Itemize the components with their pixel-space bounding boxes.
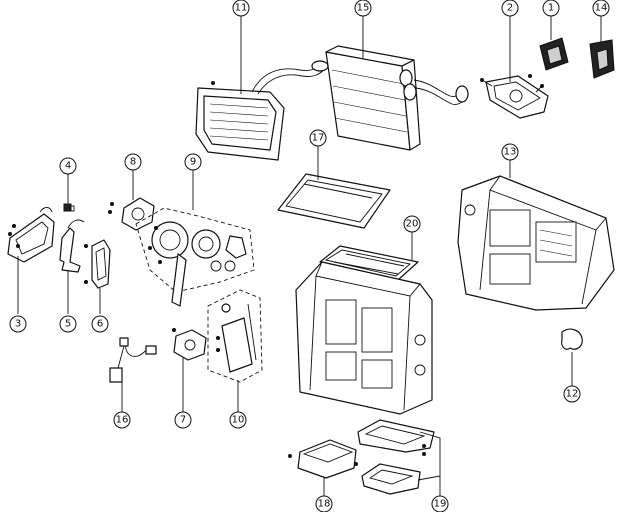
part-3-bracket (7, 207, 55, 263)
part-5-linkage (59, 219, 85, 273)
callout-19: 19 (431, 495, 449, 512)
leader-lines (17, 16, 602, 496)
part-1-seal (539, 37, 569, 71)
callout-3: 3 (9, 315, 27, 333)
callout-15: 15 (354, 0, 372, 17)
part-10-group (207, 289, 263, 383)
part-9-group (135, 207, 255, 307)
callout-4-label: 4 (65, 161, 71, 172)
callout-13-label: 13 (504, 147, 517, 158)
callout-14-label: 14 (595, 3, 608, 14)
callout-11-label: 11 (235, 3, 248, 14)
part-17-gasket-frame (277, 173, 391, 229)
callout-20-label: 20 (406, 219, 419, 230)
callout-3-label: 3 (15, 319, 21, 330)
callout-8: 8 (124, 153, 142, 171)
callout-17-label: 17 (312, 133, 325, 144)
part-11-evaporator-core (195, 60, 329, 161)
part-15-heater-core (325, 45, 469, 151)
callout-10: 10 (229, 411, 247, 429)
callout-4: 4 (59, 157, 77, 175)
callout-7: 7 (174, 411, 192, 429)
callout-6: 6 (91, 315, 109, 333)
part-8-mode-actuator (108, 197, 155, 231)
callout-5-label: 5 (65, 319, 71, 330)
callout-10-label: 10 (232, 415, 245, 426)
callout-5: 5 (59, 315, 77, 333)
heater-unit-housing (295, 261, 433, 415)
callout-11: 11 (232, 0, 250, 17)
callout-20: 20 (403, 215, 421, 233)
callout-18: 18 (315, 495, 333, 512)
part-7-actuator (172, 328, 207, 361)
callout-16: 16 (113, 411, 131, 429)
callout-1: 1 (542, 0, 560, 17)
callout-19-label: 19 (434, 499, 447, 510)
callout-18-label: 18 (318, 499, 331, 510)
callout-1-label: 1 (548, 3, 554, 14)
callout-8-label: 8 (130, 157, 136, 168)
callout-9: 9 (184, 153, 202, 171)
callout-13: 13 (501, 143, 519, 161)
callout-2-label: 2 (507, 3, 513, 14)
part-6-actuator (84, 239, 111, 289)
callout-9-label: 9 (190, 157, 196, 168)
part-19-ducts (357, 419, 435, 495)
callout-6-label: 6 (97, 319, 103, 330)
part-12-drain-hose (561, 328, 583, 350)
callout-2: 2 (501, 0, 519, 17)
part-4-clip (63, 203, 75, 212)
callout-14: 14 (592, 0, 610, 17)
callout-7-label: 7 (180, 415, 186, 426)
part-2-expansion-valve-bracket (480, 74, 549, 119)
part-18-control-module (288, 439, 358, 479)
part-20-filter-frame (319, 245, 419, 281)
callout-17: 17 (309, 129, 327, 147)
callout-12: 12 (563, 385, 581, 403)
callout-15-label: 15 (357, 3, 370, 14)
callout-12-label: 12 (566, 389, 579, 400)
part-14-seal (589, 39, 615, 79)
part-13-cooling-unit (457, 175, 615, 311)
callout-16-label: 16 (116, 415, 129, 426)
part-16-wiring-harness (109, 337, 157, 383)
